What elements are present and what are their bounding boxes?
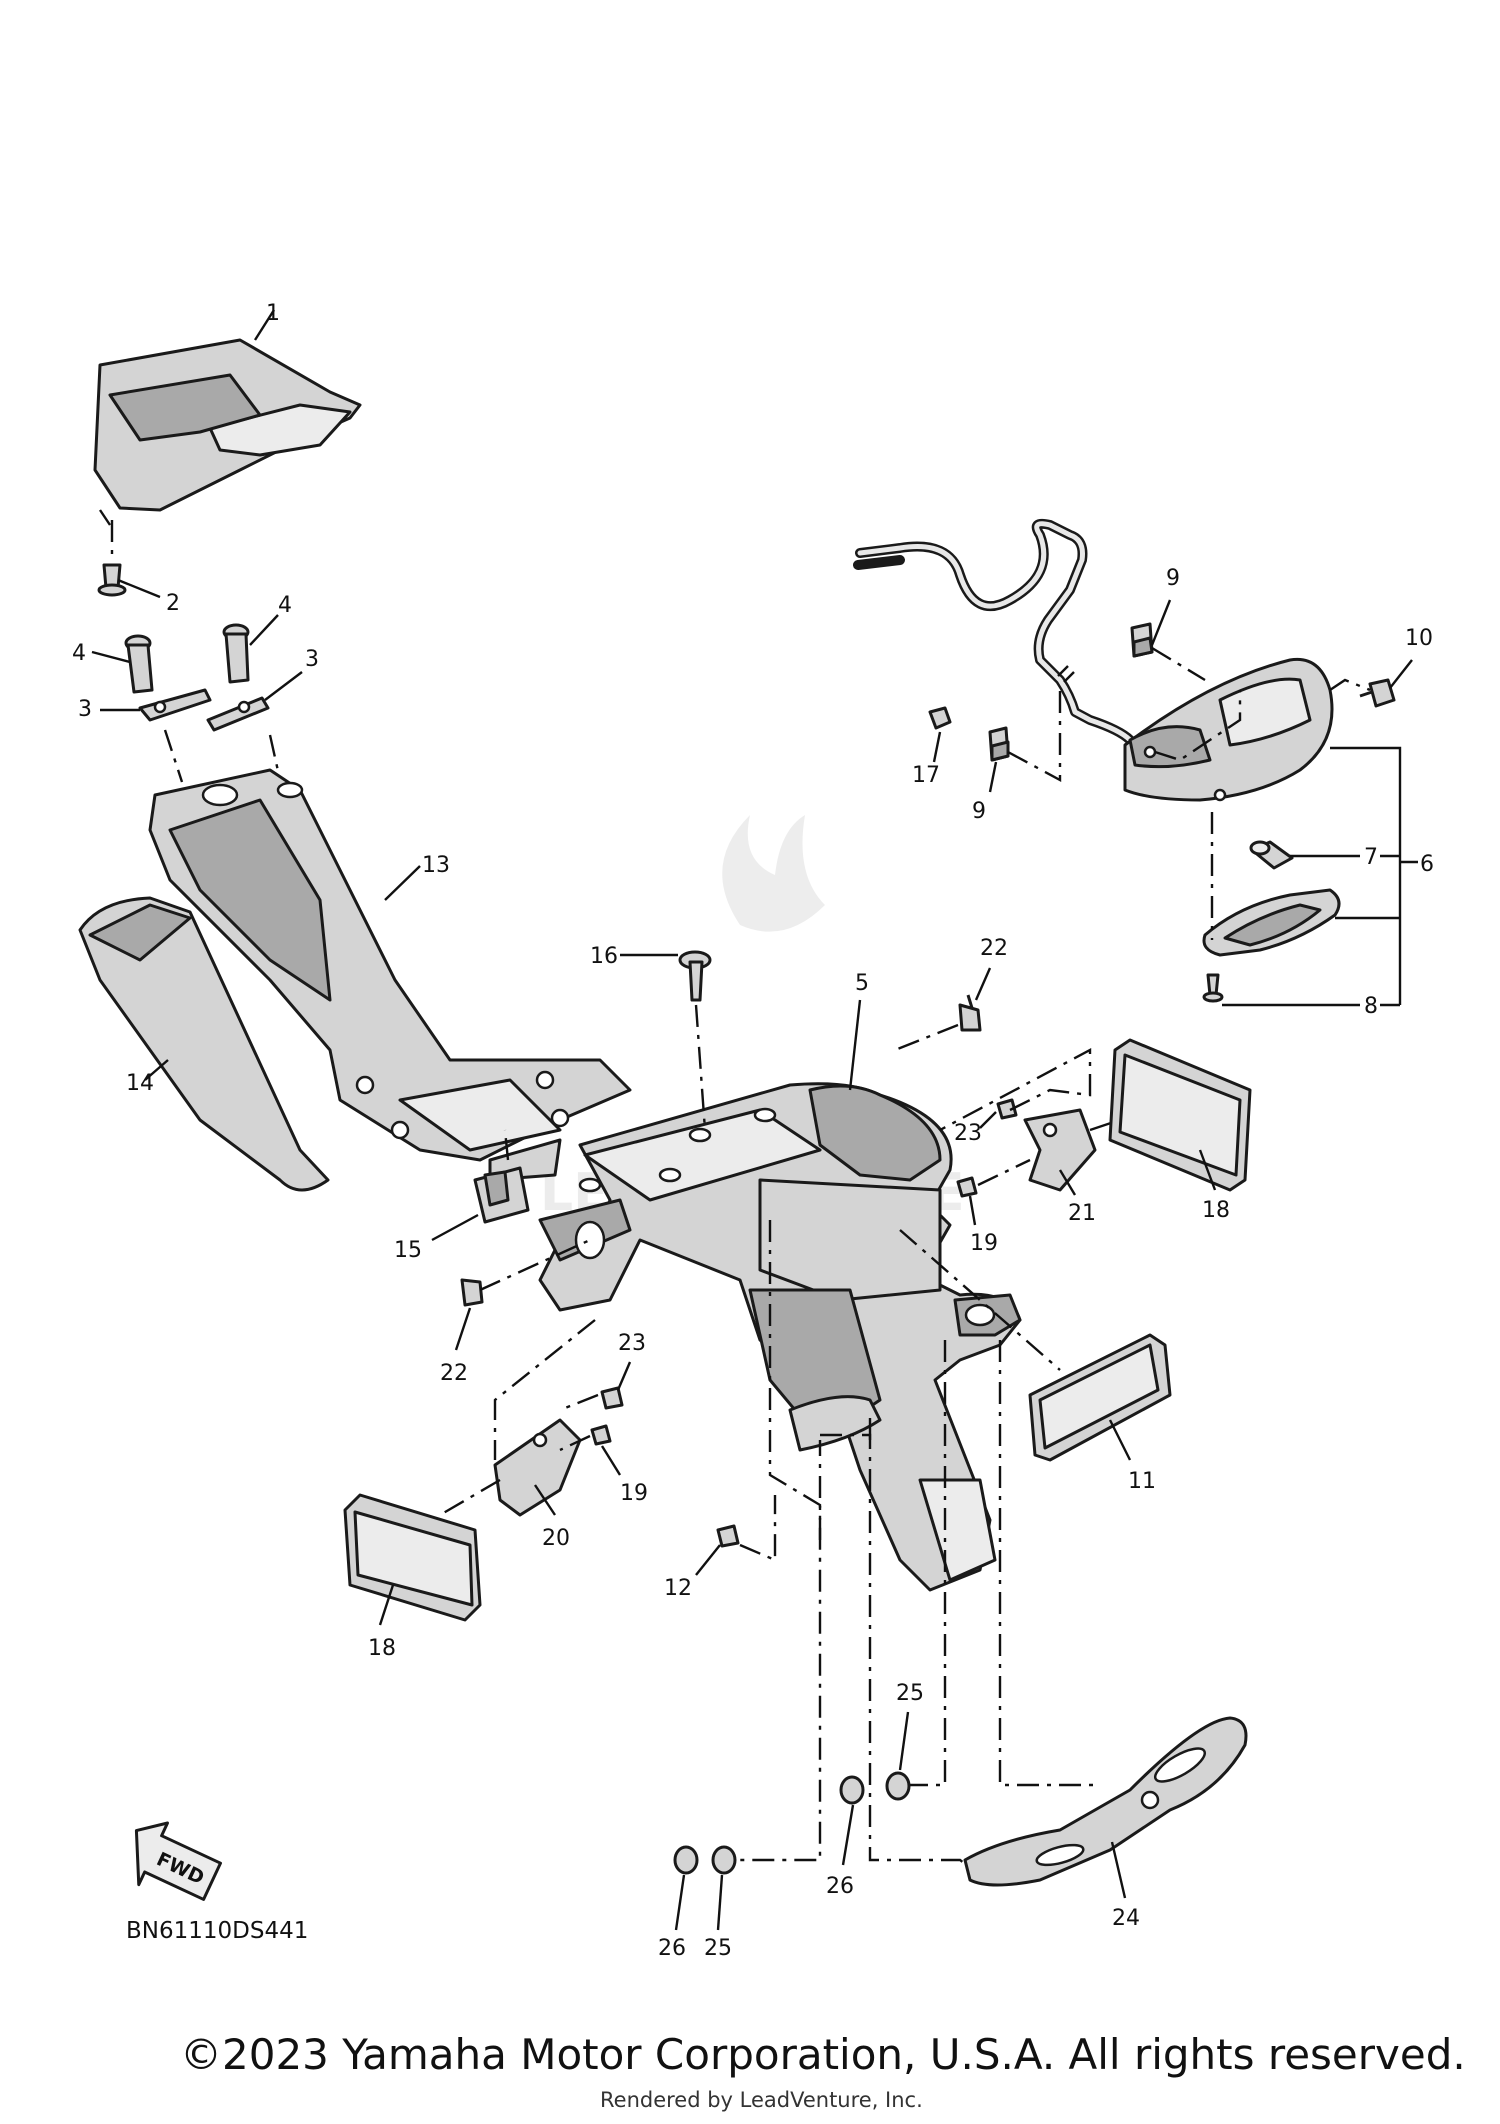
part-5-rear-fender[interactable]: [538, 1082, 1022, 1592]
part-14-side-cover[interactable]: [78, 896, 330, 1192]
part-26-grommet-left[interactable]: [673, 1845, 699, 1875]
part-4-bolt-right[interactable]: [222, 623, 250, 684]
part-18-reflector-right[interactable]: [1108, 1038, 1252, 1192]
part-10-screw[interactable]: [1359, 678, 1396, 708]
callout-19-right: 19: [970, 1231, 998, 1256]
fwd-arrow-icon: FWD: [134, 1821, 223, 1901]
rendered-by-text: Rendered by LeadVenture, Inc.: [600, 2088, 923, 2112]
part-20-reflector-bracket[interactable]: [493, 1418, 582, 1517]
diagram-code: BN61110DS441: [126, 1918, 309, 1944]
callout-9-upper: 9: [1166, 566, 1180, 591]
callout-13: 13: [422, 853, 450, 878]
callout-15: 15: [394, 1238, 422, 1263]
callout-19-left: 19: [620, 1481, 648, 1506]
callout-4-right: 4: [278, 593, 292, 618]
part-6-taillight-assy[interactable]: [1123, 657, 1334, 802]
part-9-clip-upper[interactable]: [1130, 622, 1154, 658]
part-1-tail-cover[interactable]: [93, 338, 362, 526]
callout-8: 8: [1364, 994, 1378, 1019]
callout-3-left: 3: [78, 697, 92, 722]
callout-23-left: 23: [618, 1331, 646, 1356]
part-24-license-bracket[interactable]: [963, 1716, 1248, 1887]
part-23-nut-left[interactable]: [600, 1386, 624, 1410]
part-17-nut[interactable]: [928, 706, 952, 730]
part-13-bracket[interactable]: [148, 768, 632, 1182]
part-19-nut-left[interactable]: [590, 1424, 612, 1446]
callout-25-left: 25: [704, 1936, 732, 1961]
part-9-clip-lower[interactable]: [988, 726, 1010, 762]
callout-5: 5: [855, 971, 869, 996]
callout-16: 16: [590, 944, 618, 969]
part-8-screw[interactable]: [1202, 973, 1224, 1003]
callout-18-right: 18: [1202, 1198, 1230, 1223]
callout-22-lower: 22: [440, 1361, 468, 1386]
callout-24: 24: [1112, 1906, 1140, 1931]
callout-25-right: 25: [896, 1681, 924, 1706]
part-8-lens[interactable]: [1202, 888, 1341, 957]
part-7-bulb[interactable]: [1249, 840, 1294, 870]
callout-22-upper: 22: [980, 936, 1008, 961]
part-23-nut-right[interactable]: [996, 1098, 1018, 1120]
part-26-grommet-right[interactable]: [839, 1775, 865, 1805]
callout-26-right: 26: [826, 1874, 854, 1899]
part-15-clip[interactable]: [473, 1166, 530, 1224]
callout-3-right: 3: [305, 647, 319, 672]
callout-11: 11: [1128, 1469, 1156, 1494]
callout-17: 17: [912, 763, 940, 788]
callout-4-left: 4: [72, 641, 86, 666]
part-16-bolt[interactable]: [678, 950, 712, 1002]
part-22-bolt-upper[interactable]: [958, 994, 982, 1032]
part-18-reflector-left[interactable]: [343, 1493, 482, 1622]
callout-26-left: 26: [658, 1936, 686, 1961]
callout-12: 12: [664, 1576, 692, 1601]
callout-1: 1: [266, 301, 280, 326]
callout-14: 14: [126, 1071, 154, 1096]
part-11-rear-reflector[interactable]: [1028, 1333, 1172, 1462]
callout-18-left: 18: [368, 1636, 396, 1661]
part-3-collar-left[interactable]: [138, 688, 212, 722]
callout-7: 7: [1364, 845, 1378, 870]
part-25-grommet-right[interactable]: [885, 1771, 911, 1801]
callout-21: 21: [1068, 1201, 1096, 1226]
part-12-nut[interactable]: [716, 1524, 740, 1548]
callout-23-right: 23: [954, 1121, 982, 1146]
taillight-wire-harness[interactable]: [853, 518, 1135, 745]
callout-2: 2: [166, 591, 180, 616]
part-4-bolt-left[interactable]: [124, 634, 154, 694]
part-25-grommet-left[interactable]: [711, 1845, 737, 1875]
callout-20: 20: [542, 1526, 570, 1551]
part-3-collar-right[interactable]: [206, 696, 270, 732]
callout-9-lower: 9: [972, 799, 986, 824]
callout-10: 10: [1405, 626, 1433, 651]
copyright-text: ©2023 Yamaha Motor Corporation, U.S.A. A…: [180, 2030, 1466, 2079]
part-21-reflector-bracket[interactable]: [1023, 1108, 1097, 1192]
part-22-bolt-lower[interactable]: [460, 1278, 484, 1307]
part-2-rivet[interactable]: [97, 520, 127, 597]
part-19-nut-right[interactable]: [956, 1176, 978, 1198]
callout-6: 6: [1420, 852, 1434, 877]
